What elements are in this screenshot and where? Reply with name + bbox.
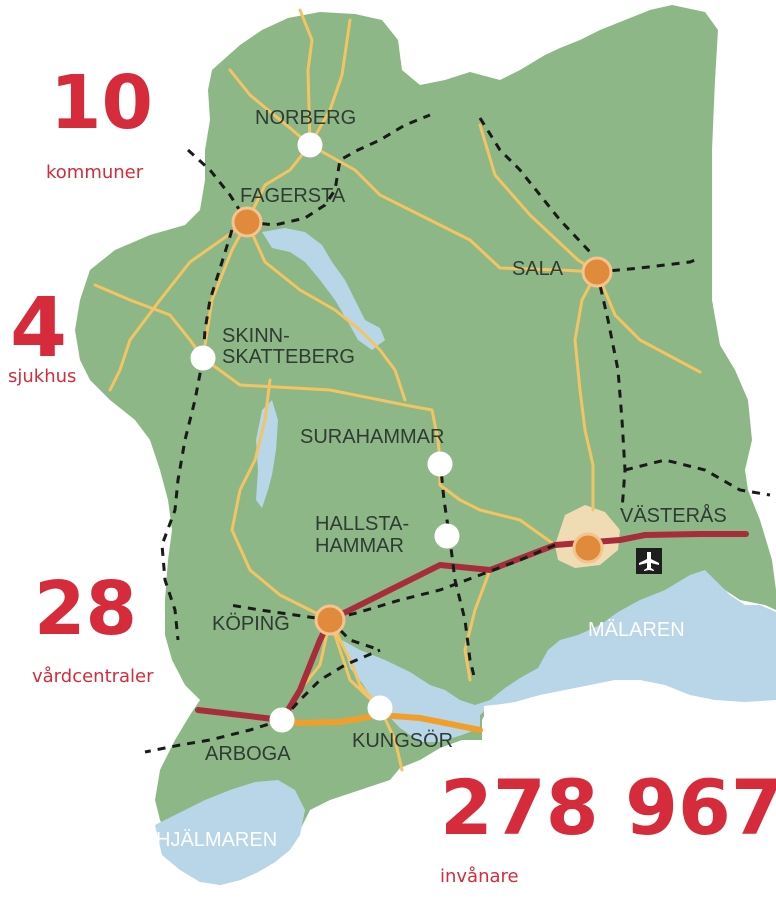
label-kungsor: KUNGSÖR [352, 730, 453, 752]
town-marker-arboga [269, 707, 295, 733]
town-marker-kungsor [367, 695, 393, 721]
town-marker-skinnskatteberg [190, 345, 216, 371]
town-marker-hallstahammar [434, 523, 460, 549]
town-marker-norberg [297, 132, 323, 158]
label-skinnskatteberg-2: SKATTEBERG [222, 346, 355, 368]
label-sala: SALA [512, 258, 564, 280]
stat-hospitals-value: 4 [10, 281, 68, 376]
label-arboga: ARBOGA [205, 743, 291, 765]
town-marker-surahammar [427, 451, 453, 477]
lake-fagersta [262, 228, 385, 350]
stat-population-value: 278 967 [440, 763, 776, 852]
place-labels: NORBERG FAGERSTA SALA SKINN- SKATTEBERG … [156, 107, 727, 851]
label-surahammar: SURAHAMMAR [300, 426, 444, 448]
stat-population-label: invånare [440, 866, 519, 887]
label-hjalmaren: HJÄLMAREN [156, 829, 277, 851]
road-network [93, 8, 702, 772]
label-vasteras: VÄSTERÅS [620, 504, 727, 527]
label-fagersta: FAGERSTA [240, 185, 346, 207]
stat-healthcentres-label: vårdcentraler [32, 666, 154, 687]
label-koping: KÖPING [212, 613, 290, 635]
town-marker-koping [314, 604, 346, 636]
stat-hospitals-label: sjukhus [8, 366, 77, 387]
label-norberg: NORBERG [255, 107, 356, 129]
town-marker-vasteras [572, 532, 604, 564]
label-hallstahammar-1: HALLSTA- [315, 513, 409, 535]
lake-skinnskatteberg [256, 400, 278, 508]
lake-malaren [342, 570, 776, 742]
lake-hjalmaren [155, 780, 305, 885]
label-malaren: MÄLAREN [588, 619, 685, 641]
town-marker-fagersta [231, 206, 263, 238]
town-markers [190, 132, 613, 733]
stat-healthcentres-value: 28 [34, 566, 137, 652]
label-hallstahammar-2: HAMMAR [315, 535, 404, 557]
label-skinnskatteberg-1: SKINN- [222, 325, 290, 347]
town-marker-sala [581, 256, 613, 288]
stat-municipalities-value: 10 [50, 60, 153, 146]
airplane-icon [636, 548, 662, 574]
stat-municipalities-label: kommuner [46, 162, 144, 183]
municipal-borders [144, 113, 771, 754]
outside-area-south [484, 686, 776, 899]
